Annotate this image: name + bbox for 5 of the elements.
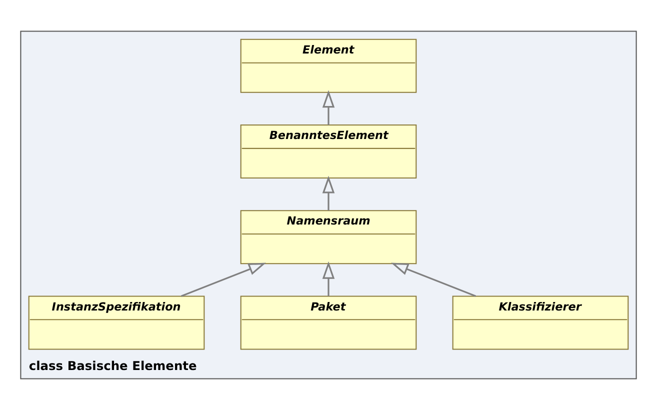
arrow — [390, 262, 476, 297]
arrow — [322, 176, 335, 211]
arrow — [322, 90, 335, 125]
arrow — [322, 261, 335, 296]
arrow — [180, 262, 266, 297]
